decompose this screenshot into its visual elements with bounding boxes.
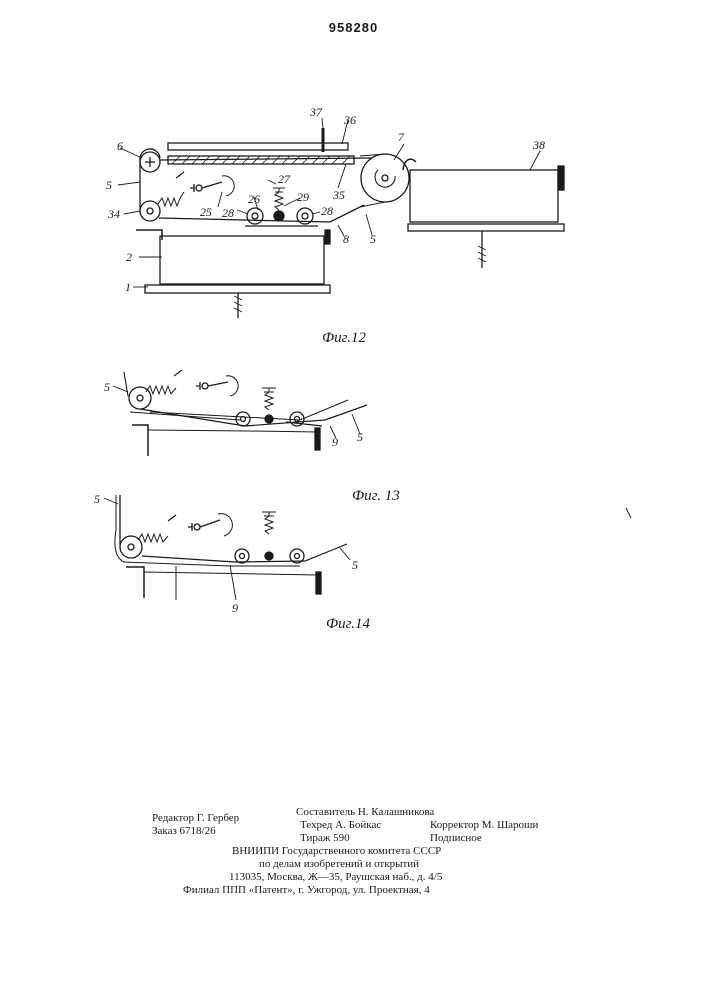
- fig14-label-5-right: 5: [352, 558, 358, 572]
- fig14-label-5: 5: [94, 492, 100, 506]
- fig13-label-5: 5: [104, 380, 110, 394]
- label-2: 2: [126, 250, 132, 264]
- spring-34: [158, 192, 184, 206]
- imprint-subscription: Подписное: [430, 832, 482, 845]
- imprint-affairs: по делам изобретений и открытий: [259, 858, 419, 871]
- fig14-label-9: 9: [232, 601, 238, 615]
- receiver-38: [410, 170, 558, 222]
- lever-25: [190, 182, 222, 192]
- label-27: 27: [278, 172, 291, 186]
- label-5: 5: [106, 178, 112, 192]
- spring-27: [273, 188, 285, 210]
- fig12-caption: Фиг.12: [322, 330, 366, 346]
- figure-14: [104, 495, 350, 600]
- label-7: 7: [398, 130, 405, 144]
- imprint-techred: Техред А. Бойкас: [300, 819, 381, 832]
- imprint-editor: Редактор Г. Гербер: [152, 812, 239, 825]
- label-28-right: 28: [321, 204, 333, 218]
- label-34: 34: [107, 207, 120, 221]
- label-1: 1: [125, 280, 131, 294]
- figure-12: [118, 118, 564, 318]
- roller-29: [274, 211, 284, 221]
- label-38: 38: [532, 138, 545, 152]
- fig13-caption: Фиг. 13: [352, 488, 400, 504]
- label-8: 8: [343, 232, 349, 246]
- label-5-right: 5: [370, 232, 376, 246]
- fig12-labels: 6 5 34 2 1 25 26 27 28 29 28 37 36 7 35 …: [106, 105, 545, 346]
- figure-13: [113, 370, 367, 456]
- stray-mark: [626, 508, 631, 518]
- roller-34: [140, 201, 160, 221]
- label-36: 36: [343, 113, 356, 127]
- label-35: 35: [332, 188, 345, 202]
- imprint-corrector: Корректор М. Шароши: [430, 819, 538, 832]
- label-25: 25: [200, 205, 212, 219]
- table-1: [145, 285, 330, 293]
- label-29: 29: [297, 190, 309, 204]
- imprint-branch: Филиал ППП «Патент», г. Ужгород, ул. Про…: [183, 884, 430, 897]
- imprint-address: 113035, Москва, Ж—35, Раушская наб., д. …: [229, 871, 442, 884]
- fig13-label-5-right: 5: [357, 430, 363, 444]
- imprint-compiler: Составитель Н. Калашникова: [296, 806, 434, 819]
- fig14-caption: Фиг.14: [326, 616, 370, 632]
- label-37: 37: [309, 105, 323, 119]
- imprint-order: Заказ 6718/26: [152, 825, 216, 838]
- fig13-label-9: 9: [332, 435, 338, 449]
- top-plate: [168, 143, 348, 150]
- label-28-left: 28: [222, 206, 234, 220]
- stack-2: [160, 236, 324, 284]
- imprint-circulation: Тираж 590: [300, 832, 350, 845]
- label-26: 26: [248, 192, 260, 206]
- imprint-vniipi: ВНИИПИ Государственного комитета СССР: [232, 845, 441, 858]
- label-6: 6: [117, 139, 123, 153]
- drum-7: [361, 154, 409, 202]
- receiver-plate: [408, 224, 564, 231]
- roller-28-left: [247, 208, 263, 224]
